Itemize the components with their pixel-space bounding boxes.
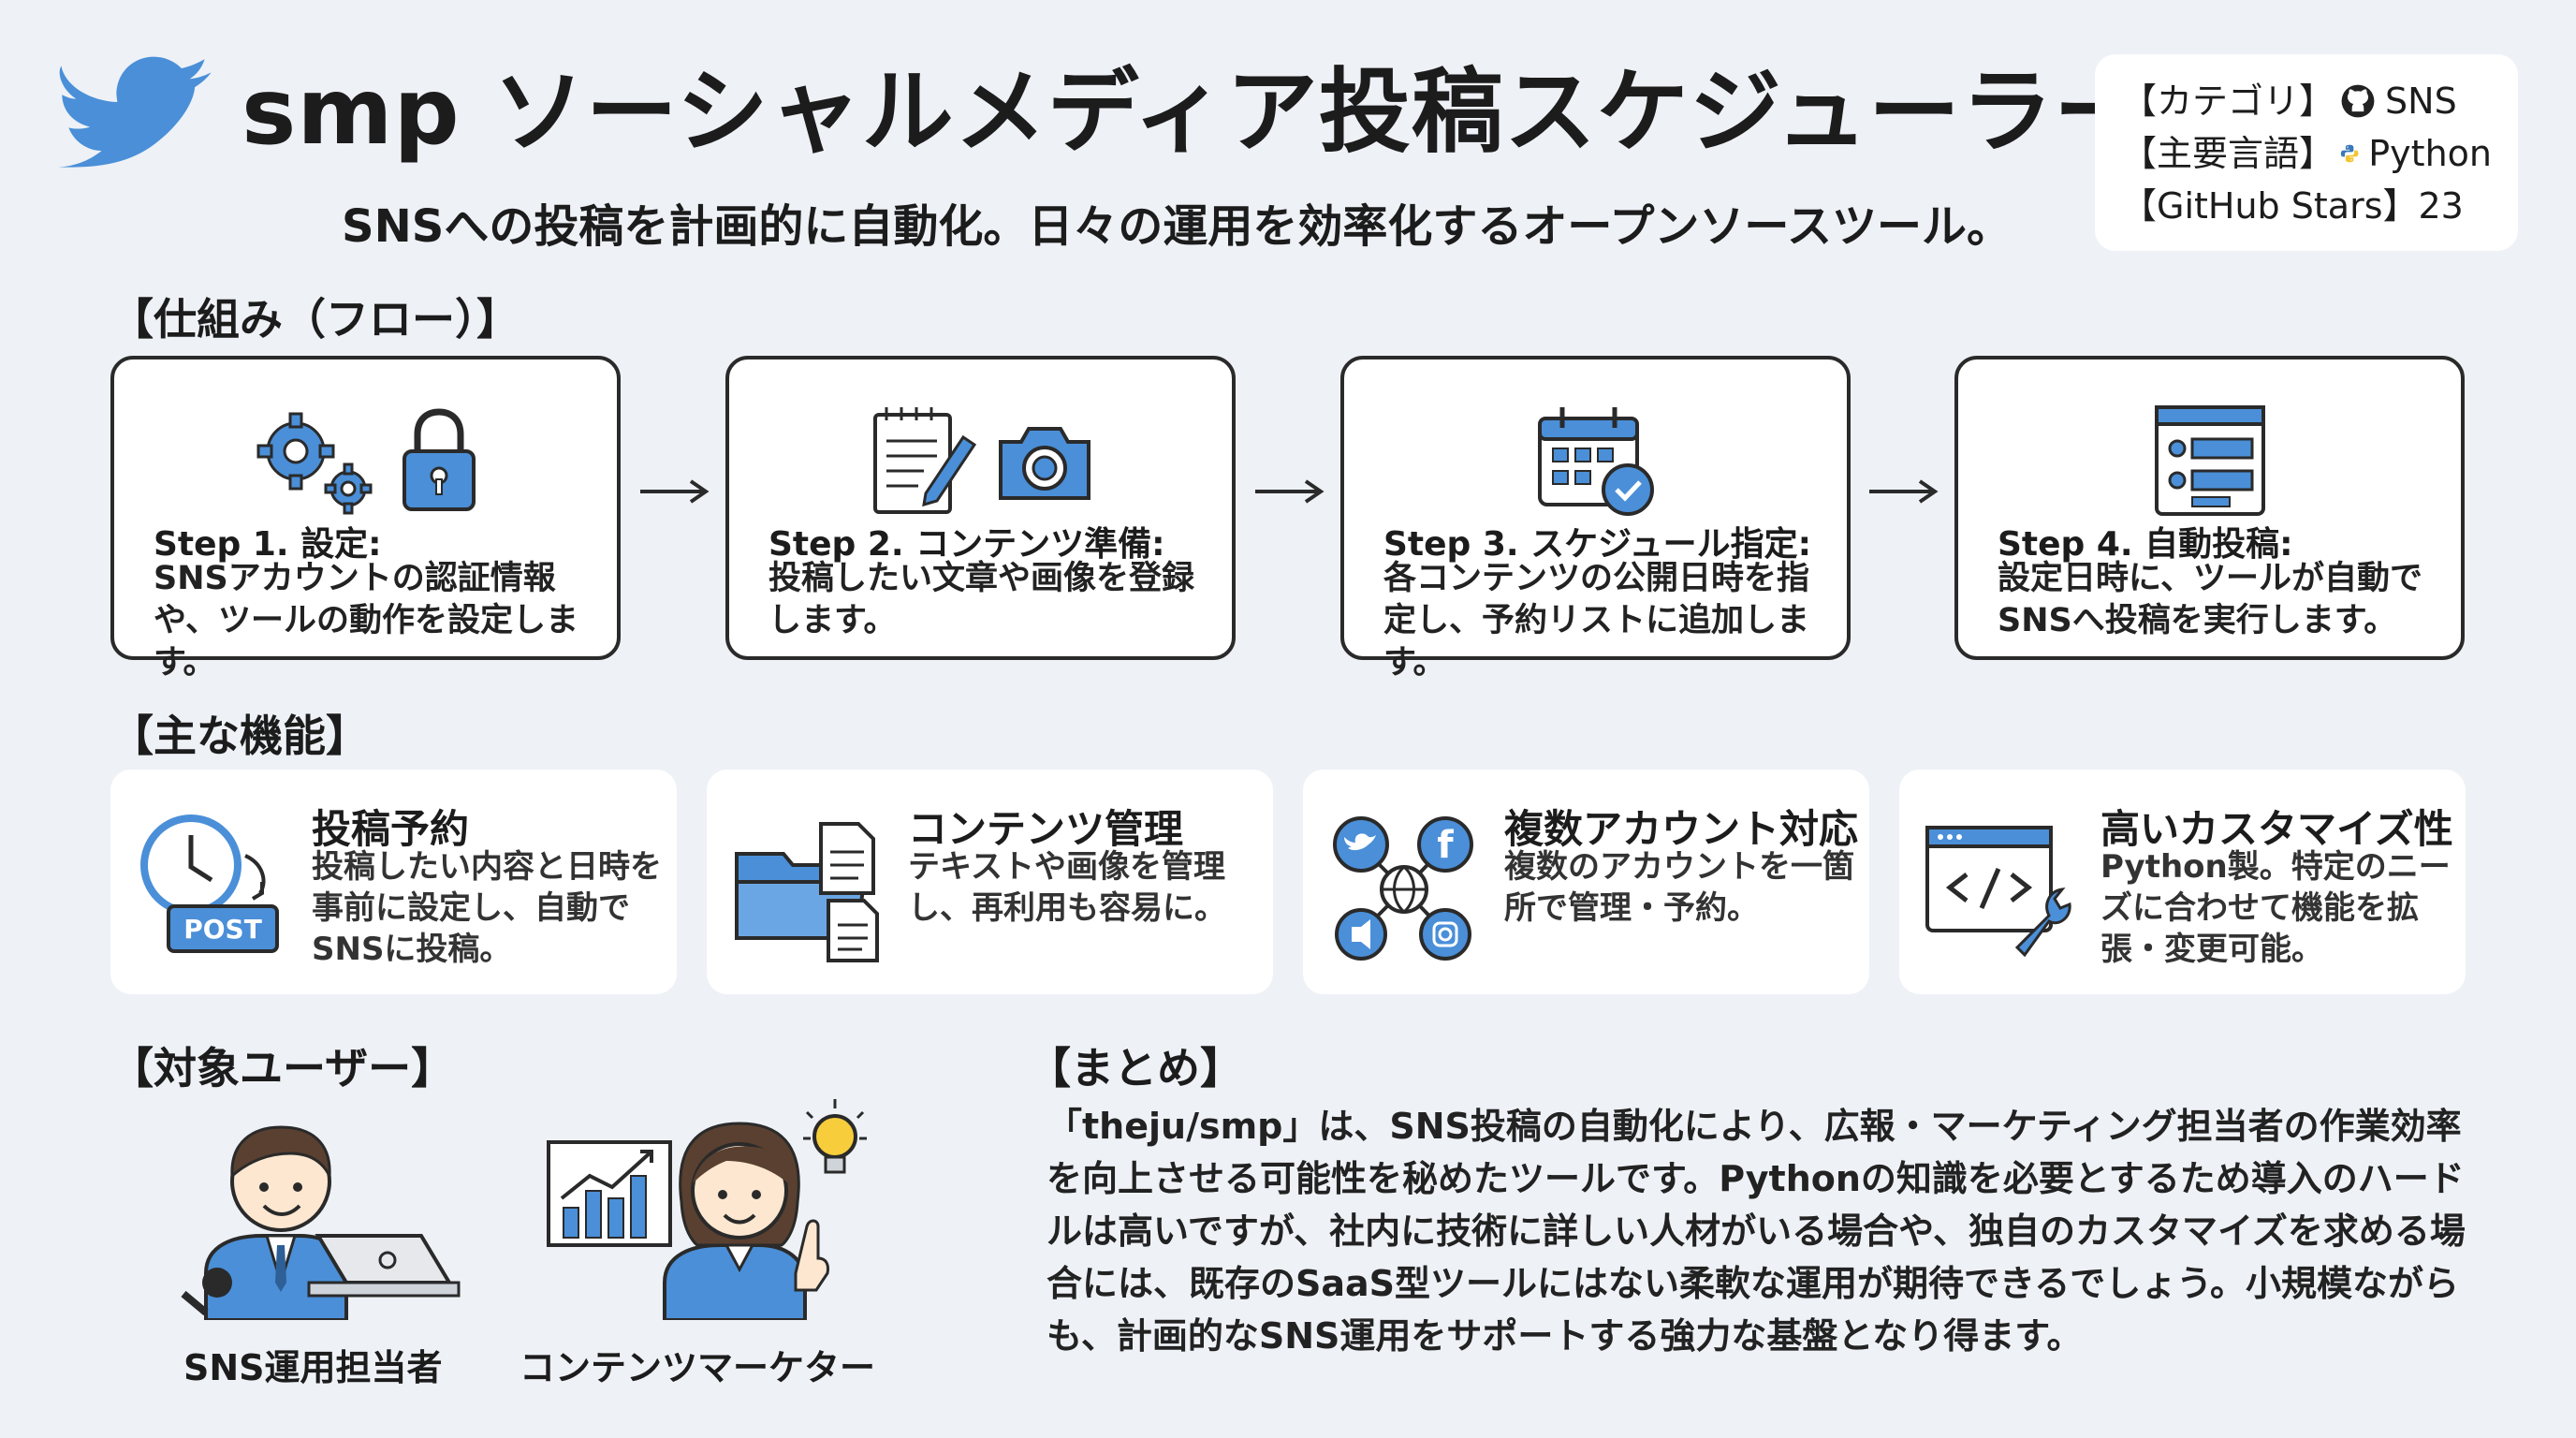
meta-category: 【カテゴリ】 SNS (2121, 75, 2492, 127)
feature-card-content: コンテンツ管理 テキストや画像を管理し、再利用も容易に。 (707, 770, 1273, 994)
notepad-pencil-icon (872, 407, 976, 514)
feature-card-scheduling: POST 投稿予約 投稿したい内容と日時を事前に設定し、自動でSNSに投稿。 (110, 770, 677, 994)
page-title: smp ソーシャルメディア投稿スケジューラー (242, 59, 2147, 166)
summary-text: 「theju/smp」は、SNS投稿の自動化により、広報・マーケティング担当者の… (1046, 1106, 2466, 1357)
flow-step-3: Step 3. スケジュール指定: 各コンテンツの公開日時を指定し、予約リストに… (1340, 356, 1851, 682)
features-heading: 【主な機能】 (110, 711, 369, 761)
code-wrench-icon (1925, 826, 2071, 958)
meta-stars: 【GitHub Stars】 23 (2121, 180, 2492, 232)
flow-heading: 【仕組み（フロー）】 (110, 294, 520, 345)
woman-chart-icon (547, 1099, 867, 1320)
step-3-desc: 各コンテンツの公開日時を指定し、予約リストに追加します。 (1383, 560, 1810, 682)
github-icon (2341, 84, 2375, 118)
step-3-title: Step 3. スケジュール指定: (1383, 525, 1811, 564)
gear-icon (256, 412, 372, 515)
feature-3-desc: 複数のアカウントを一箇所で管理・予約。 (1504, 848, 1854, 927)
category-label: 【カテゴリ】 (2121, 81, 2335, 122)
svg-text:f: f (1437, 824, 1454, 867)
stars-label: 【GitHub Stars】 (2121, 185, 2419, 227)
step-2-title: Step 2. コンテンツ準備: (768, 525, 1165, 564)
feature-card-customization: 高いカスタマイズ性 Python製。特定のニーズに合わせて機能を拡張・変更可能。 (1899, 770, 2466, 994)
feature-card-multi-account: f 複数アカウント対応 複数のアカウントを一箇所で管理・予約。 (1303, 770, 1869, 994)
camera-icon (998, 427, 1090, 500)
step-4-desc: 設定日時に、ツールが自動でSNSへ投稿を実行します。 (1998, 560, 2422, 639)
clock-post-icon: POST (140, 814, 279, 953)
language-value: Python (2368, 133, 2492, 174)
user-1-label: SNS運用担当者 (183, 1347, 443, 1388)
right-arrow-icon (1255, 479, 1325, 504)
feature-1-title: 投稿予約 (312, 806, 470, 852)
category-value: SNS (2385, 81, 2457, 122)
feature-2-desc: テキストや画像を管理し、再利用も容易に。 (908, 848, 1226, 927)
meta-info-panel: 【カテゴリ】 SNS 【主要言語】 Python 【GitHub Stars】 … (2095, 54, 2518, 251)
feature-2-title: コンテンツ管理 (908, 806, 1184, 852)
feature-4-desc: Python製。特定のニーズに合わせて機能を拡張・変更可能。 (2100, 848, 2451, 968)
user-2-label: コンテンツマーケター (520, 1347, 876, 1388)
users-heading: 【対象ユーザー】 (110, 1043, 455, 1093)
dashboard-window-icon (2154, 405, 2265, 516)
page-subtitle: SNSへの投稿を計画的に自動化。日々の運用を効率化するオープンソースツール。 (342, 200, 2012, 253)
step-4-title: Step 4. 自動投稿: (1998, 525, 2293, 564)
flow-step-2: Step 2. コンテンツ準備: 投稿したい文章や画像を登録します。 (725, 356, 1236, 660)
calendar-check-icon (1537, 407, 1654, 516)
step-1-desc: SNSアカウントの認証情報や、ツールの動作を設定します。 (154, 560, 578, 682)
meta-language: 【主要言語】 Python (2121, 127, 2492, 180)
stars-value: 23 (2418, 185, 2464, 227)
flow-step-4: Step 4. 自動投稿: 設定日時に、ツールが自動でSNSへ投稿を実行します。 (1954, 356, 2465, 660)
padlock-icon (402, 408, 476, 511)
right-arrow-icon (640, 479, 710, 504)
folder-documents-icon (735, 822, 879, 962)
summary-heading: 【まとめ】 (1028, 1043, 1243, 1093)
right-arrow-icon (1869, 479, 1939, 504)
step-2-desc: 投稿したい文章や画像を登録します。 (768, 560, 1195, 639)
bird-icon (54, 56, 212, 168)
post-badge: POST (183, 914, 262, 945)
python-icon (2340, 144, 2359, 163)
language-label: 【主要言語】 (2121, 133, 2335, 174)
man-microphone-icon (181, 1125, 461, 1320)
feature-3-title: 複数アカウント対応 (1504, 806, 1859, 852)
feature-1-desc: 投稿したい内容と日時を事前に設定し、自動でSNSに投稿。 (312, 848, 662, 968)
feature-4-title: 高いカスタマイズ性 (2100, 806, 2453, 852)
step-1-title: Step 1. 設定: (154, 525, 382, 564)
flow-step-1: Step 1. 設定: SNSアカウントの認証情報や、ツールの動作を設定します。 (110, 356, 621, 682)
social-network-icon: f (1333, 816, 1473, 961)
